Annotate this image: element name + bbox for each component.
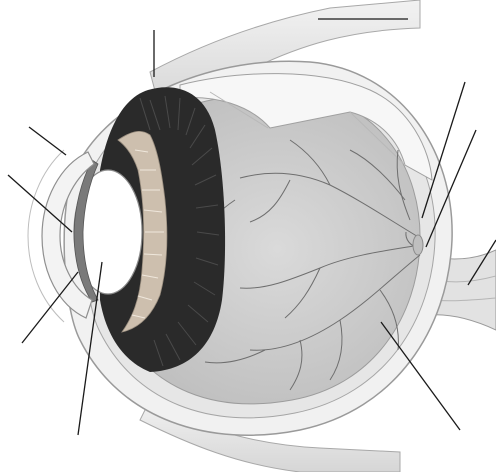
optic-disc xyxy=(413,235,423,255)
leader-line-cornea xyxy=(29,127,66,155)
